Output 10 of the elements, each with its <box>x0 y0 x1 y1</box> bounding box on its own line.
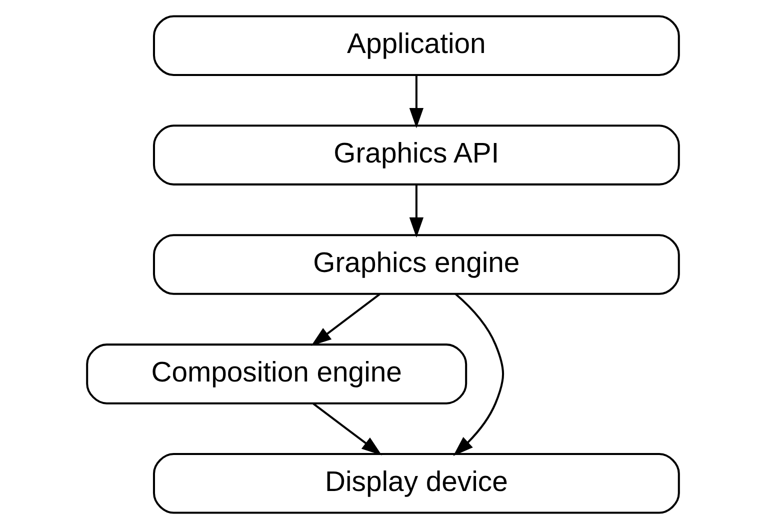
node-box: Application <box>152 15 680 76</box>
node-box: Composition engine <box>86 344 468 404</box>
arrow <box>312 402 382 456</box>
arrow <box>409 75 424 128</box>
node-box: Display device <box>152 452 680 514</box>
node-box: Graphics engine <box>152 234 680 295</box>
node-box: Graphics API <box>152 124 680 186</box>
arrow <box>311 293 380 346</box>
arrow <box>409 184 424 238</box>
arrow <box>453 293 504 456</box>
